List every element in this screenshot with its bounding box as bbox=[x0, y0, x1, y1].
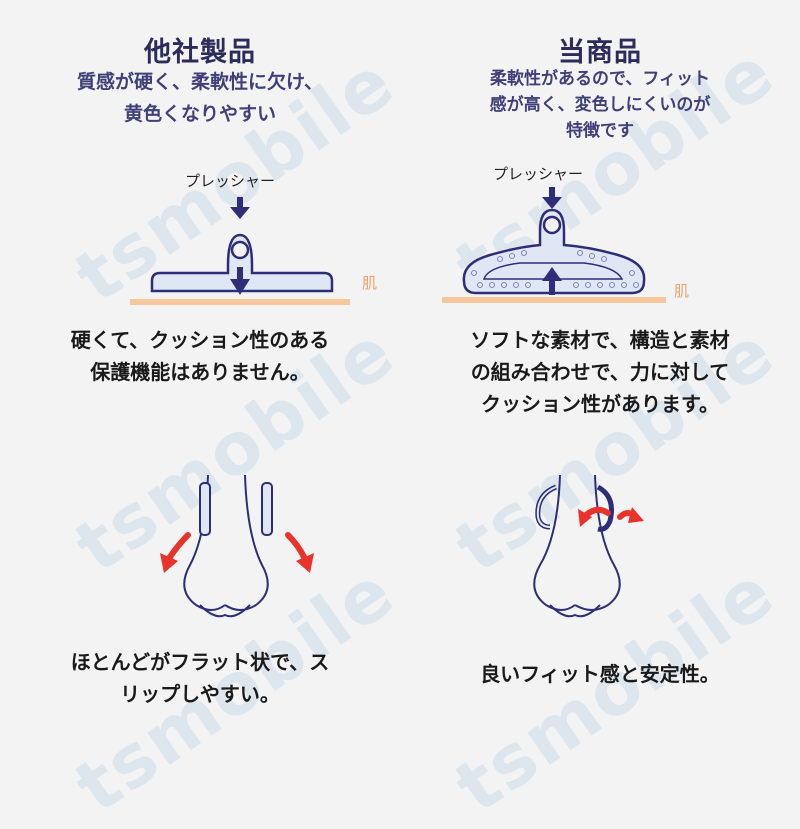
skin-line bbox=[130, 299, 350, 305]
down-arrow-icon bbox=[230, 197, 250, 219]
red-arrow-icon bbox=[160, 553, 178, 573]
competitor-subtitle: 質感が硬く、柔軟性に欠け、 黄色くなりやすい bbox=[76, 71, 324, 125]
skin-label: 肌 bbox=[362, 274, 378, 292]
fitted-pad-nose-diagram bbox=[533, 474, 644, 618]
red-arrow-icon bbox=[167, 532, 191, 560]
up-arrow-icon bbox=[542, 267, 562, 295]
hard-pad-diagram bbox=[130, 197, 350, 305]
flat-pad-right bbox=[261, 482, 273, 536]
soft-pad-diagram bbox=[442, 187, 666, 303]
fitted-pad-right bbox=[596, 484, 614, 532]
our-product-title: 当商品 bbox=[558, 37, 642, 68]
flat-pad-left bbox=[199, 482, 211, 536]
down-arrow-icon bbox=[542, 187, 562, 209]
red-arrow-icon bbox=[578, 509, 592, 527]
our-product-subtitle: 柔軟性があるので、フィット 感が高く、変色しにくいのが 特徴です bbox=[489, 69, 711, 141]
nose-icon bbox=[533, 474, 621, 618]
competitor-cushion-desc: 硬くて、クッション性のある 保護機能はありません。 bbox=[70, 328, 330, 384]
red-arrow-icon bbox=[296, 553, 314, 573]
pressure-label: プレッシャー bbox=[185, 172, 276, 190]
our-product-column: 当商品 柔軟性があるので、フィット 感が高く、変色しにくいのが 特徴です プレッ… bbox=[400, 0, 800, 800]
skin-line bbox=[442, 297, 666, 303]
pressure-label: プレッシャー bbox=[493, 165, 584, 183]
red-arrow-icon bbox=[285, 532, 307, 560]
hard-pad bbox=[150, 233, 334, 293]
nose-icon bbox=[183, 474, 269, 618]
soft-pad bbox=[462, 208, 646, 295]
competitor-column: 他社製品 質感が硬く、柔軟性に欠け、 黄色くなりやすい プレッシャー 肌 硬くて… bbox=[0, 0, 400, 800]
flat-pad-nose-diagram bbox=[160, 474, 314, 618]
red-arrow-icon bbox=[628, 507, 644, 523]
skin-label: 肌 bbox=[674, 282, 690, 300]
down-arrow-icon bbox=[230, 267, 250, 295]
competitor-title: 他社製品 bbox=[144, 37, 256, 68]
fitted-pad-left-inner bbox=[536, 486, 557, 528]
our-product-fit-desc: 良いフィット感と安定性。 bbox=[480, 662, 720, 686]
competitor-fit-desc: ほとんどがフラット状で、ス リップしやすい。 bbox=[70, 650, 330, 706]
cushion-dots bbox=[471, 250, 639, 288]
our-product-cushion-desc: ソフトな素材で、構造と素材 の組み合わせで、力に対して クッション性があります。 bbox=[470, 328, 730, 416]
